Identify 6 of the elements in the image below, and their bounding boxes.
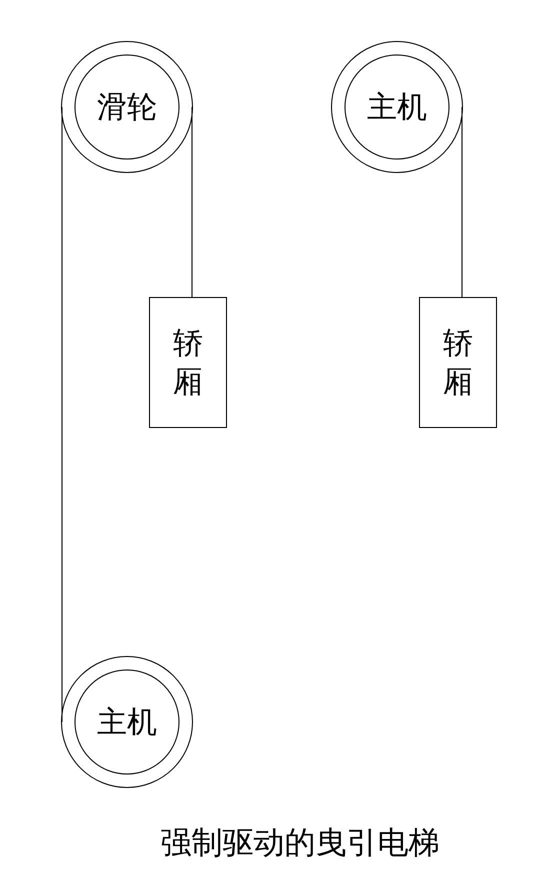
wheel-label: 主机 [367, 90, 427, 124]
car-label: 轿厢 [443, 324, 473, 402]
car-label: 轿厢 [173, 324, 203, 402]
wheel-label: 主机 [97, 706, 157, 738]
wheel-label: 滑轮 [97, 90, 157, 124]
caption: 强制驱动的曳引电梯 [160, 824, 440, 863]
